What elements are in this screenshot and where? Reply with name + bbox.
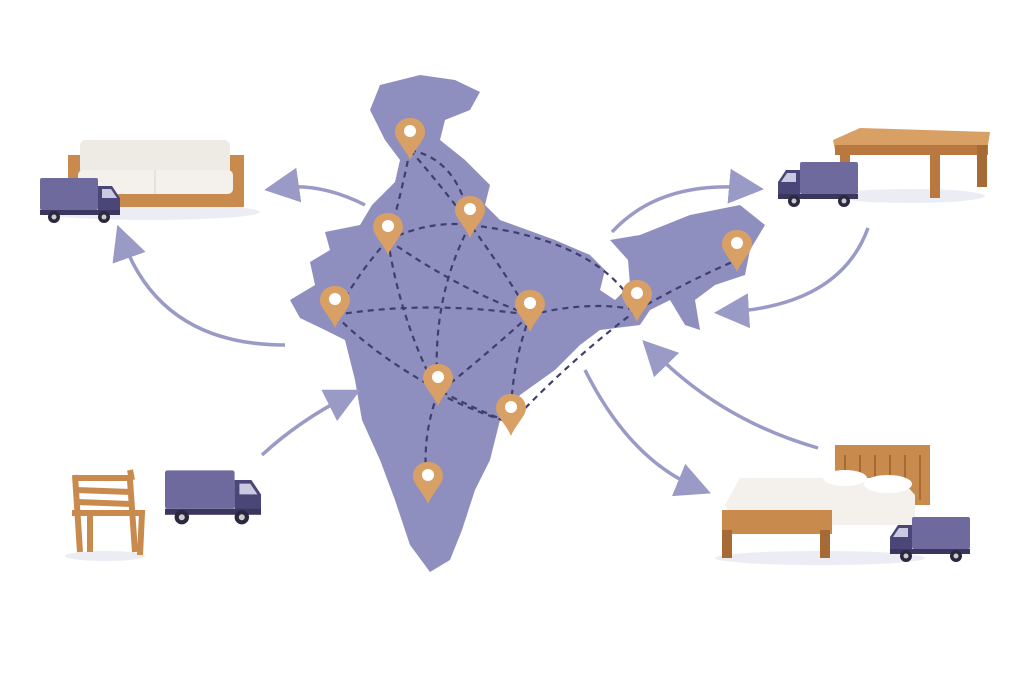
curved-arrow-icon	[264, 167, 366, 207]
arrows	[112, 167, 870, 497]
wooden-chair-icon	[65, 469, 146, 561]
curved-arrow-icon	[112, 224, 286, 347]
curved-arrow-icon	[610, 168, 764, 234]
delivery-truck-icon	[778, 162, 858, 207]
curved-arrow-icon	[260, 389, 361, 457]
bed-icon	[715, 445, 930, 565]
coffee-table-icon	[833, 128, 990, 203]
location-pin-icon	[496, 394, 526, 436]
curved-arrow-icon	[642, 339, 819, 450]
delivery-truck-icon	[165, 470, 261, 525]
curved-arrow-icon	[714, 227, 870, 329]
sofa-icon	[40, 140, 260, 220]
curved-arrow-icon	[583, 369, 711, 497]
